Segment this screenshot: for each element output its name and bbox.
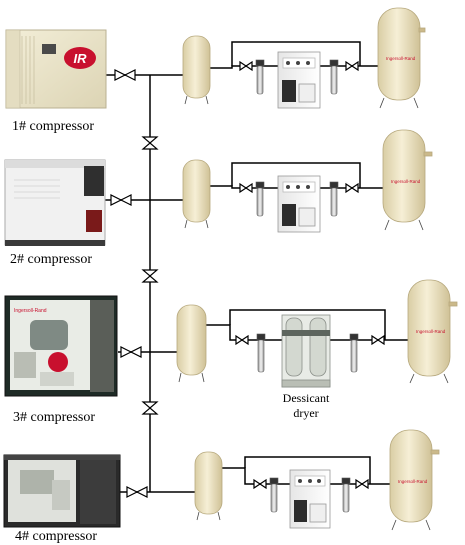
valve-icon (120, 346, 142, 358)
train4-bypass-pipe (244, 456, 371, 484)
svg-text:Ingersoll-Rand: Ingersoll-Rand (386, 56, 416, 61)
valve-icon (141, 401, 159, 415)
dessicant-dryer (281, 314, 331, 388)
compressor-4-label: 4# compressor (15, 529, 97, 544)
filter-icon (269, 477, 279, 513)
air-receiver-2: Ingersoll-Rand (382, 129, 433, 231)
valve-icon (239, 182, 253, 194)
valve-icon (239, 60, 253, 72)
compressor-3-label: 3# compressor (13, 410, 95, 425)
valve-icon (371, 334, 385, 346)
dryer-4 (289, 469, 331, 529)
valve-icon (126, 486, 148, 498)
filter-icon (256, 333, 266, 373)
air-receiver-3: Ingersoll-Rand (407, 279, 458, 384)
svg-text:Ingersoll-Rand: Ingersoll-Rand (398, 479, 428, 484)
receiver-tank-4 (194, 451, 223, 521)
valve-icon (141, 269, 159, 283)
valve-icon (110, 194, 132, 206)
compressor-2 (4, 159, 106, 246)
compressor-4 (3, 454, 121, 528)
svg-text:Ingersoll-Rand: Ingersoll-Rand (391, 179, 421, 184)
large-receivers: Ingersoll-Rand Ingersoll-Rand Ingersoll-… (377, 7, 458, 531)
train4-inlet-pipe (222, 467, 268, 485)
filter-icon (329, 59, 339, 95)
dryer-2 (277, 175, 321, 233)
filter-icon (329, 181, 339, 217)
receiver-tank-3 (176, 304, 207, 383)
dessicant-dryer-label-line1: Dessicant (283, 391, 330, 405)
air-receiver-4: Ingersoll-Rand (389, 429, 440, 531)
air-receiver-1: Ingersoll-Rand (377, 7, 426, 109)
receiver-tank-1 (182, 35, 211, 105)
valve-icon (345, 60, 359, 72)
small-receivers (176, 35, 223, 521)
compressor-1-label: 1# compressor (12, 119, 94, 134)
ir-logo-text: IR (74, 51, 88, 66)
valve-icon (141, 136, 159, 150)
dryer-1 (277, 51, 321, 109)
dessicant-dryer-label-line2: dryer (293, 406, 318, 420)
receiver-tank-2 (182, 159, 211, 229)
filter-icon (255, 59, 265, 95)
filter-icon (341, 477, 351, 513)
valves (110, 60, 385, 498)
compressor-3: Ingersoll-Rand (4, 295, 118, 397)
svg-text:Ingersoll-Rand: Ingersoll-Rand (14, 308, 47, 314)
valve-icon (253, 478, 267, 490)
train2-bypass-pipe (231, 162, 361, 188)
valve-icon (235, 334, 249, 346)
valve-icon (355, 478, 369, 490)
valve-icon (345, 182, 359, 194)
train3-bypass-pipe (229, 309, 386, 340)
svg-text:Ingersoll-Rand: Ingersoll-Rand (416, 329, 446, 334)
piping (105, 41, 410, 493)
valve-icon (114, 69, 136, 81)
ir-logo (64, 47, 96, 69)
filters (255, 59, 359, 513)
filter-icon (349, 333, 359, 373)
compressor-2-label: 2# compressor (10, 252, 92, 267)
compressor-1: IR (5, 29, 107, 109)
filter-icon (255, 181, 265, 217)
train1-bypass-pipe (231, 41, 361, 66)
train3-inlet-pipe (205, 324, 262, 341)
